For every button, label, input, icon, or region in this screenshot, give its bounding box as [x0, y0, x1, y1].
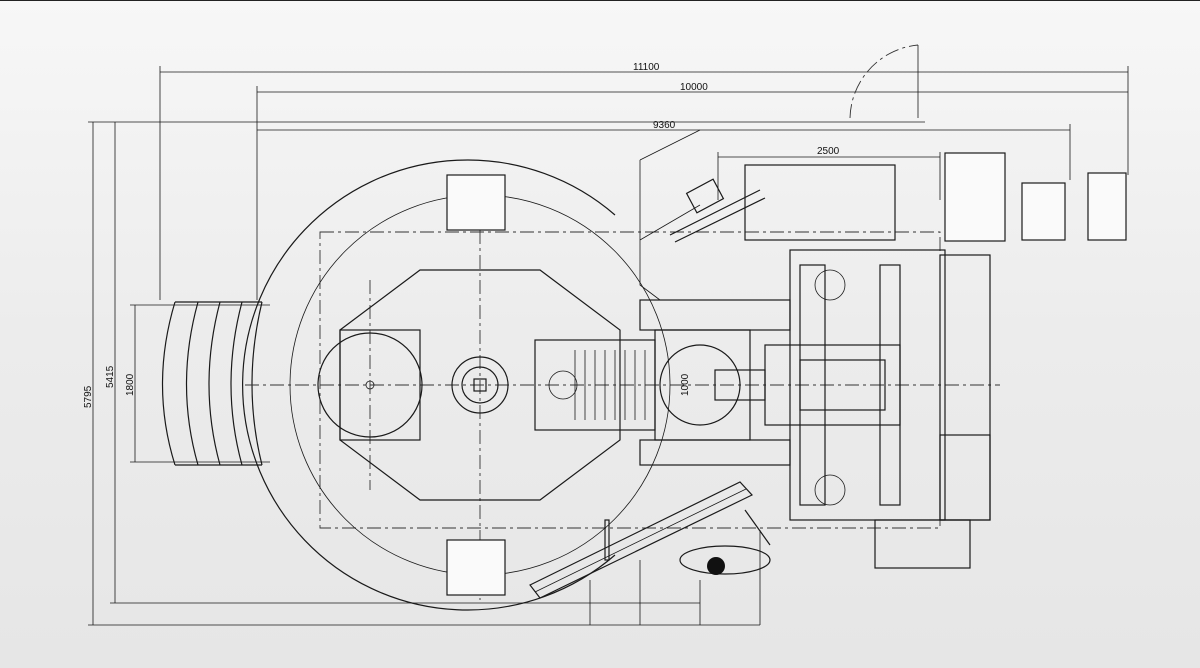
dim-stair-width: 1800	[125, 373, 136, 396]
electrical-cabinet-3	[1087, 172, 1127, 241]
dim-length-2: 10000	[680, 82, 708, 93]
door-swing	[849, 44, 919, 119]
operator-figure	[679, 545, 771, 575]
dim-length-3: 9360	[653, 120, 676, 131]
dim-carriage-width: 1000	[680, 373, 691, 396]
dimension-lines	[88, 66, 1129, 626]
foundation-outline	[319, 231, 941, 529]
chip-conveyor	[529, 481, 771, 599]
dim-conveyor-width: 2500	[817, 146, 840, 157]
tool-carriage	[639, 299, 791, 466]
electrical-cabinet-2	[1021, 182, 1066, 241]
machine-body	[639, 160, 991, 569]
base-lines	[589, 530, 761, 625]
top-border	[0, 0, 1200, 1]
dim-overall-width: 5795	[83, 385, 94, 408]
dim-overall-length: 11100	[633, 62, 660, 73]
access-stairs	[161, 301, 263, 466]
operator-head	[707, 557, 725, 575]
dim-width-2: 5415	[105, 365, 116, 388]
electrical-cabinet-1	[944, 152, 1006, 242]
